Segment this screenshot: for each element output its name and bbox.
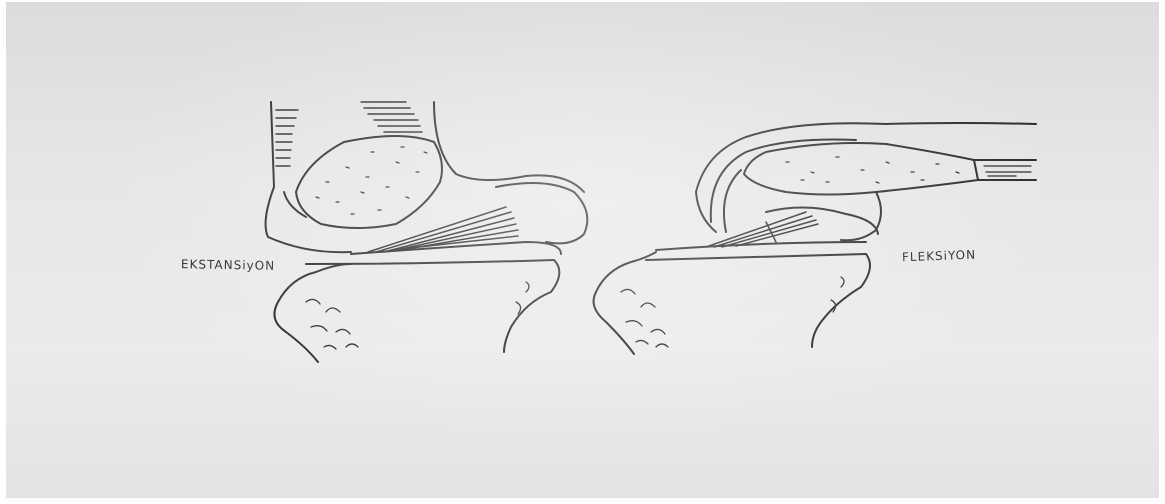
paper-sheet: EKSTANSiyON FLEKSiYON (6, 2, 1159, 498)
knee-joint-sketch (6, 2, 1159, 498)
extension-label: EKSTANSiyON (181, 257, 275, 273)
flexion-label: FLEKSiYON (902, 248, 977, 265)
knee-flexion-drawing (594, 123, 1036, 354)
knee-extension-drawing (266, 102, 588, 362)
